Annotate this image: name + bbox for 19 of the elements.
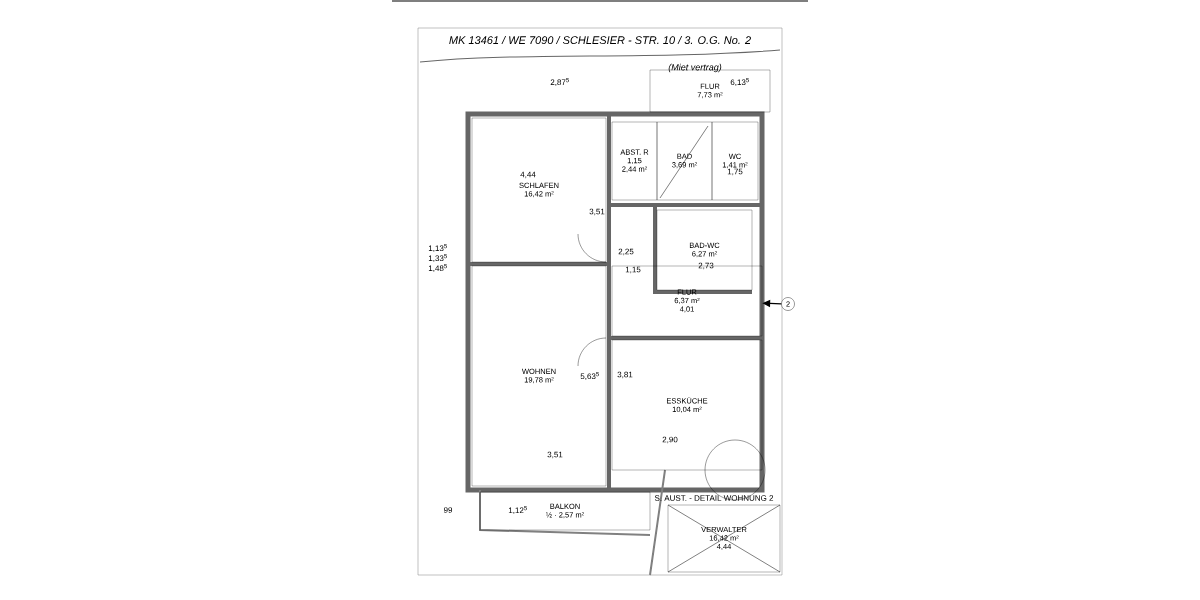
- dimension-label: 1,48$^{5}$: [428, 264, 447, 272]
- dimension-label: 2,25: [618, 248, 634, 256]
- dimension-label: 3,51: [589, 208, 605, 216]
- dimension-label: 1,15: [625, 266, 641, 274]
- dimension-label: 6,13$^{5}$: [730, 78, 749, 86]
- note-label: S. AUST. - DETAIL WOHNUNG 2: [654, 495, 774, 501]
- title: MK 13461 / WE 7090 / SCHLESIER - STR. 10 / 3. O.G. No. 2: [449, 35, 751, 45]
- dimension-label: 3,81: [617, 371, 633, 379]
- dimension-label: 1,75: [727, 168, 743, 176]
- dimension-label: 5,63$^{5}$: [580, 372, 599, 380]
- dimension-label: 3,51: [547, 451, 563, 459]
- dimension-label: 1,13$^{5}$: [428, 244, 447, 252]
- dimension-label: 4,44: [520, 171, 536, 179]
- dimension-label: 1,33$^{5}$: [428, 254, 447, 262]
- dimension-label: 2,90: [662, 436, 678, 444]
- dimension-label: 2,73: [698, 262, 714, 270]
- dimension-label: 2,87$^{5}$: [550, 78, 569, 86]
- dimension-label: 99: [443, 507, 453, 513]
- dimension-label: 1,12$^{5}$: [508, 506, 527, 514]
